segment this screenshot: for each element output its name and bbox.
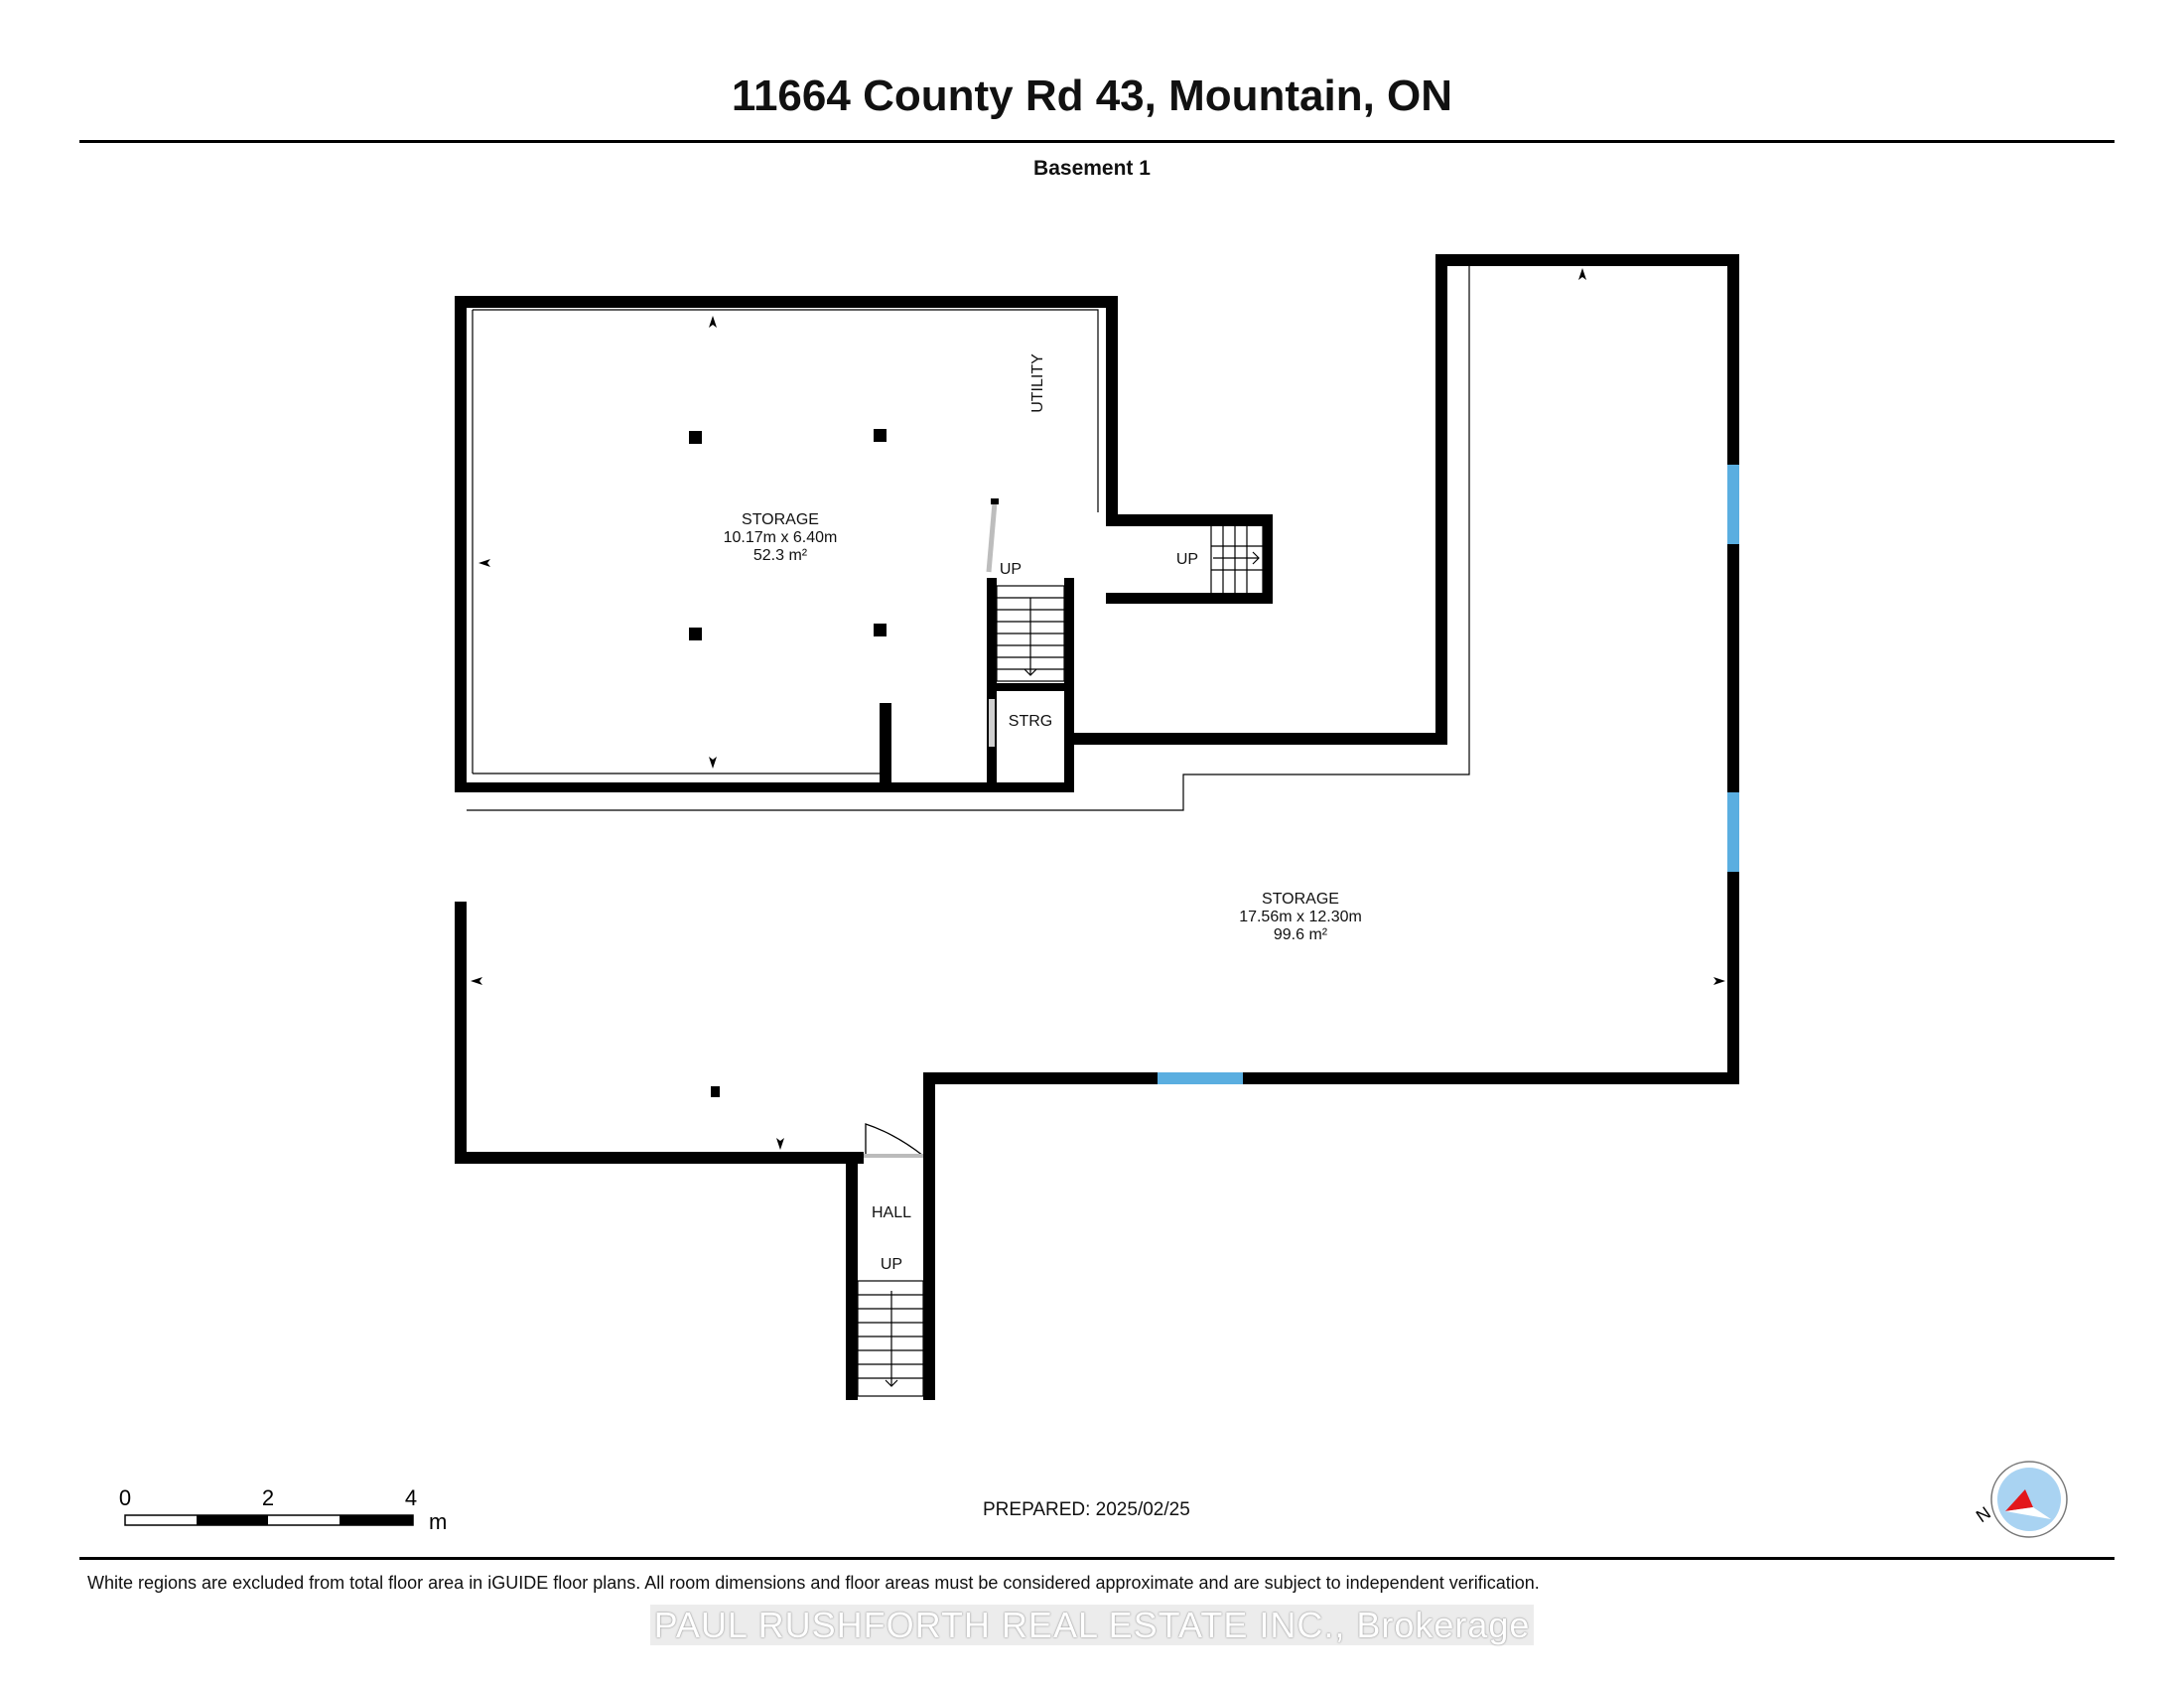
compass-north-label: N [1973,1502,1994,1526]
disclaimer-text: White regions are excluded from total fl… [87,1573,1540,1593]
room-area: 52.3 m² [753,547,808,564]
prepared-date: PREPARED: 2025/02/25 [983,1499,1190,1520]
brokerage-watermark: PAUL RUSHFORTH REAL ESTATE INC., Brokera… [0,1605,2184,1646]
scale-tick-label: 0 [119,1485,131,1510]
stair-label-up: UP [1176,551,1198,568]
room-dimensions: 17.56m x 12.30m [1239,909,1362,925]
storage-room-1-walls [455,254,1447,792]
room-name: STORAGE [1262,891,1339,908]
stairs-hall [857,1280,924,1397]
stairs-central [996,585,1065,682]
room-label-storage-2: STORAGE 17.56m x 12.30m 99.6 m² [1239,891,1362,943]
floor-label: Basement 1 [1033,157,1151,180]
scale-tick-label: 2 [262,1485,274,1510]
room-label-utility: UTILITY [1029,353,1046,413]
plan-title: 11664 County Rd 43, Mountain, ON [731,71,1453,120]
scale-unit: m [429,1509,447,1534]
stair-label-up: UP [881,1256,902,1273]
room-label-storage-1: STORAGE 10.17m x 6.40m 52.3 m² [724,511,838,564]
watermark-text: PAUL RUSHFORTH REAL ESTATE INC., Brokera… [649,1605,1535,1645]
storage-room-2-walls [455,254,1739,1400]
stairs-utility [1210,521,1264,595]
room-label-hall: HALL [872,1204,911,1221]
room-label-strg: STRG [1009,713,1052,730]
scale-bar: 0 2 4 m [119,1485,447,1534]
stair-label-up: UP [1000,561,1022,578]
support-columns [689,429,887,1097]
room-dimensions: 10.17m x 6.40m [724,529,838,546]
scale-tick-label: 4 [405,1485,417,1510]
window-markers [1158,465,1739,1084]
doors [864,498,999,1158]
room-name: STORAGE [742,511,819,528]
header-rule [79,140,2115,143]
room-area: 99.6 m² [1274,926,1328,943]
compass-icon: N [1973,1461,2068,1538]
footer-rule [79,1557,2115,1560]
dimension-markers [471,268,1725,1150]
